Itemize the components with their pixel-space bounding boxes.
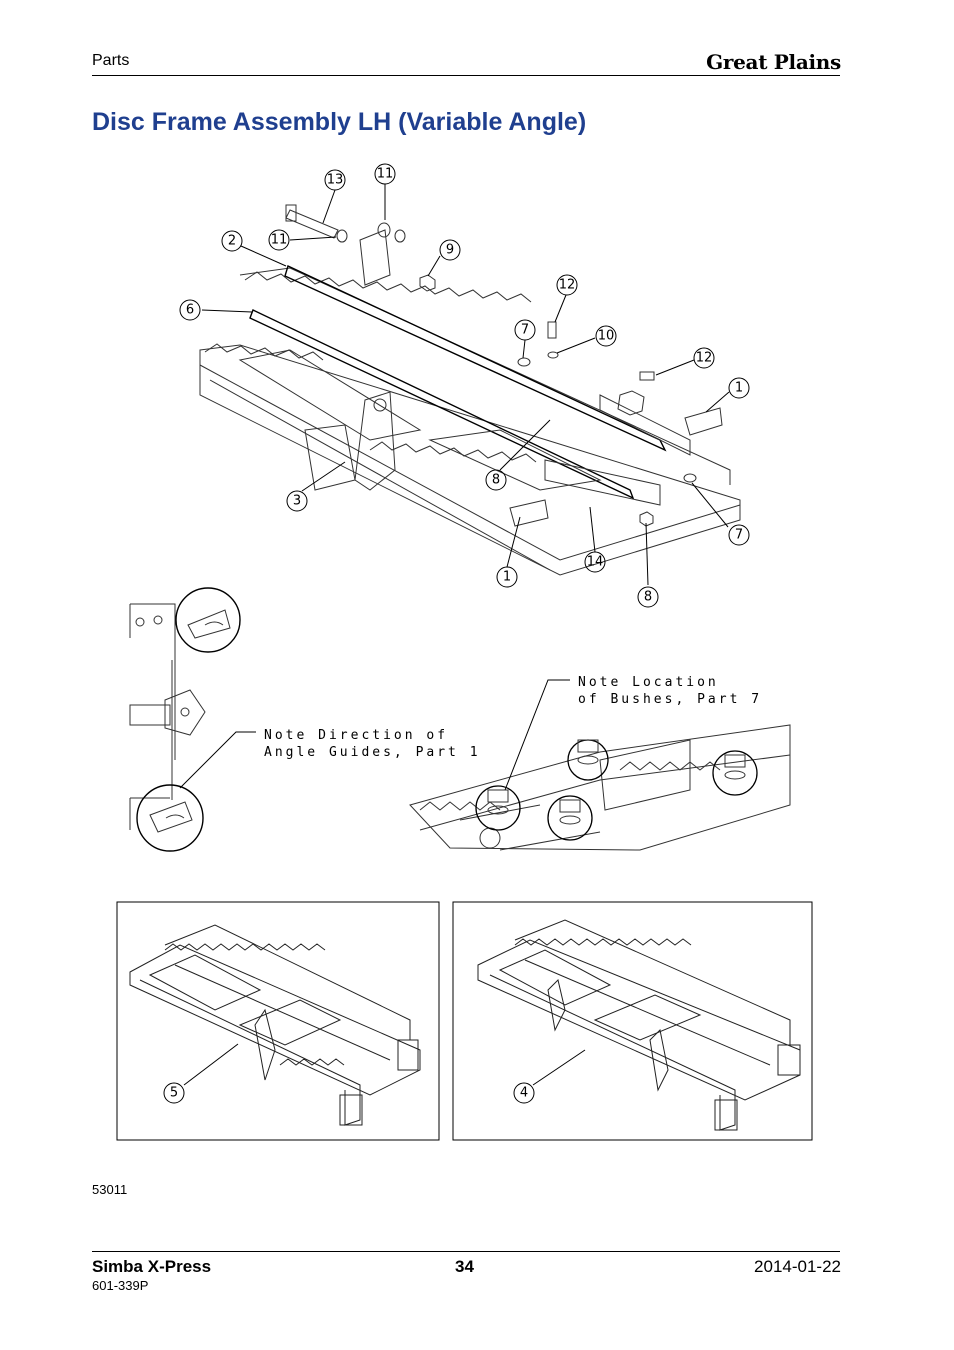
frame-assembly-drawing <box>199 204 741 576</box>
callout-7: 7 <box>735 528 743 543</box>
callout-8: 8 <box>492 473 500 488</box>
page-title: Disc Frame Assembly LH (Variable Angle) <box>92 108 587 136</box>
footer-product: Simba X-Press <box>92 1257 212 1276</box>
brand-logo-text: Great Plains <box>706 50 841 74</box>
callout-7: 7 <box>521 323 529 338</box>
callout-circle-5 <box>163 1082 185 1104</box>
frame-4-drawing <box>477 919 801 1131</box>
footer-rule <box>92 1251 840 1252</box>
callout-9: 9 <box>446 243 454 258</box>
callout-14: 14 <box>587 555 604 570</box>
footer-date: 2014-01-22 <box>754 1257 841 1276</box>
callout-10: 10 <box>598 329 615 344</box>
bush-location-detail-drawing <box>409 724 791 851</box>
direction-note-line1: Note Direction of <box>264 728 448 743</box>
callout-leaders <box>201 184 730 586</box>
callout-1: 1 <box>503 570 511 585</box>
header-rule <box>92 75 840 76</box>
callout-12: 12 <box>559 278 576 293</box>
location-note-leader <box>504 679 570 791</box>
callout-3: 3 <box>293 494 301 509</box>
direction-note-leader <box>179 731 256 789</box>
callout-8: 8 <box>644 590 652 605</box>
callout-6: 6 <box>186 303 194 318</box>
callout-13: 13 <box>327 173 344 188</box>
header-section: Parts <box>92 52 130 69</box>
callout-1: 1 <box>735 381 743 396</box>
leader-4 <box>532 1049 586 1086</box>
leader-5 <box>183 1043 239 1086</box>
callout-circle-4 <box>513 1082 535 1104</box>
frame-5-drawing <box>129 924 421 1126</box>
callout-2: 2 <box>228 234 236 249</box>
callout-circles <box>179 163 750 608</box>
callout-12: 12 <box>696 351 713 366</box>
direction-note-line2: Angle Guides, Part 1 <box>264 745 481 760</box>
figure-id: 53011 <box>92 1182 128 1197</box>
callout-5: 5 <box>170 1086 178 1101</box>
frame-view-box-part-4 <box>452 901 813 1141</box>
location-note-line2: of Bushes, Part 7 <box>578 692 762 707</box>
location-note-line1: Note Location <box>578 675 719 690</box>
frame-view-box-part-5 <box>116 901 440 1141</box>
angle-guide-detail-drawing <box>129 587 241 852</box>
page-number: 34 <box>455 1257 474 1276</box>
callout-11: 11 <box>377 167 394 182</box>
footer-doc-number: 601-339P <box>92 1278 149 1293</box>
callout-4: 4 <box>520 1086 528 1101</box>
callout-11: 11 <box>271 233 288 248</box>
